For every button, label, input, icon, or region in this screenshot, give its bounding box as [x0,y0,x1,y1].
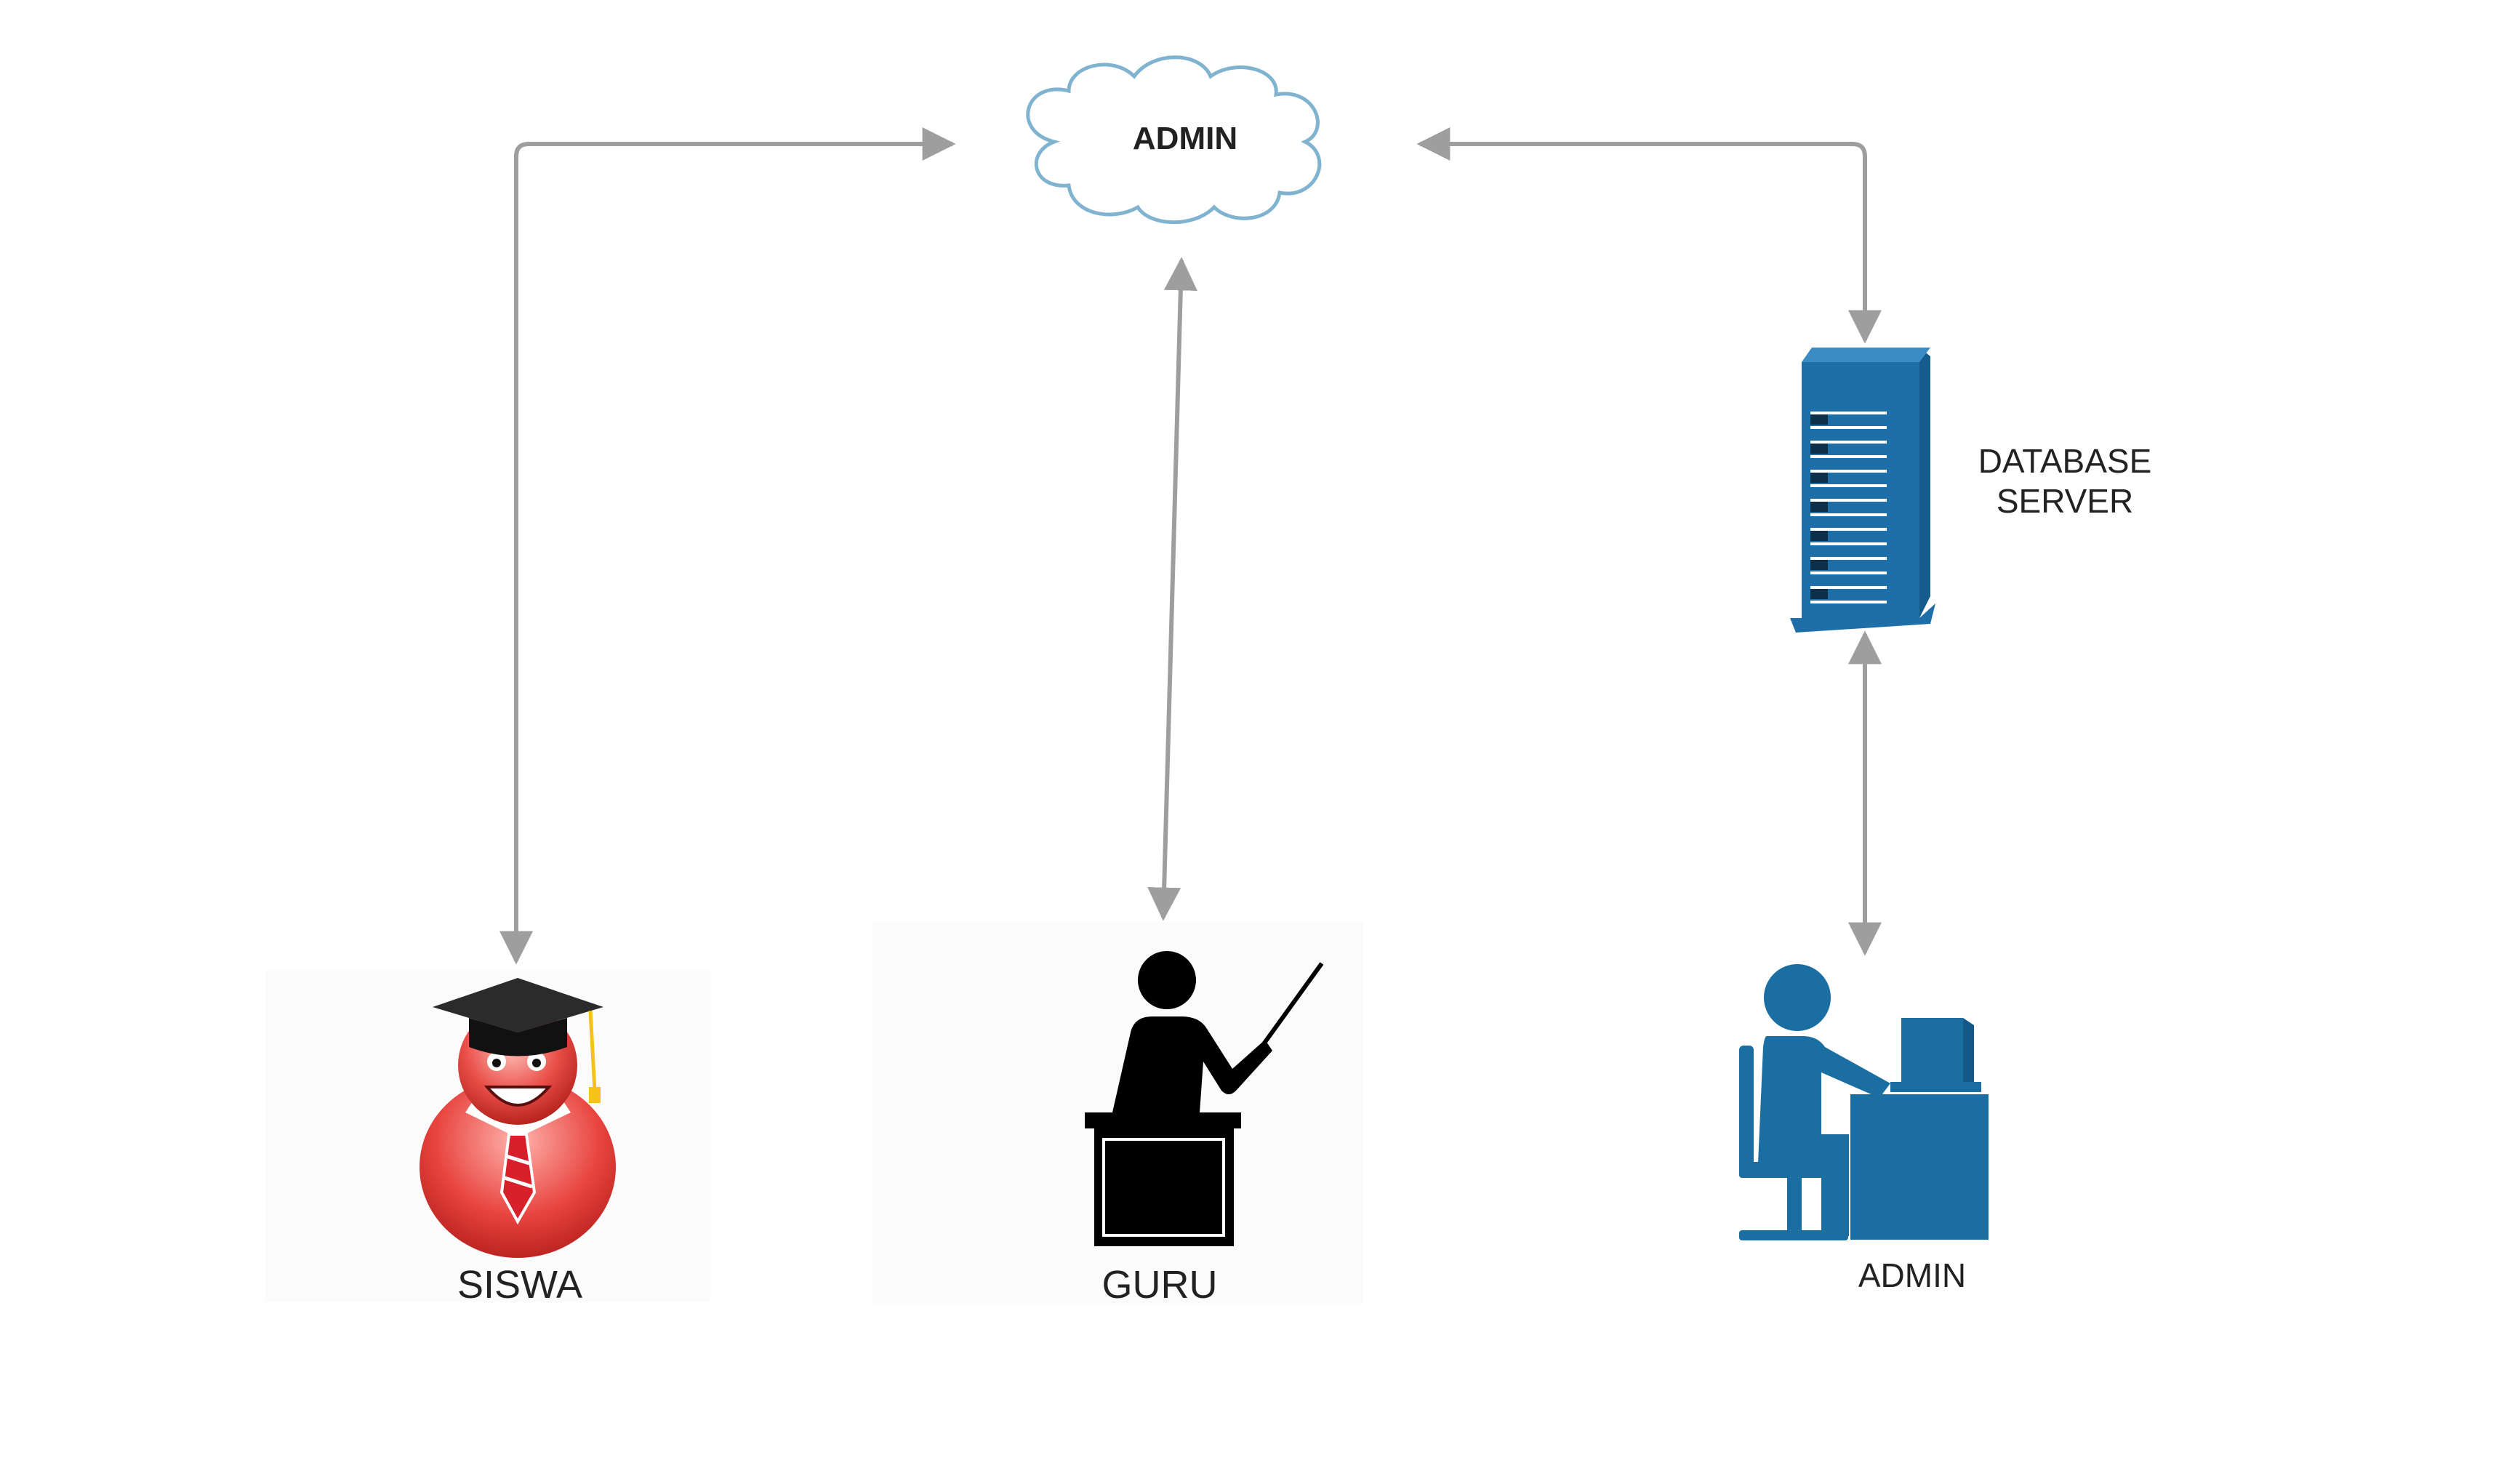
guru-node: GURU [872,922,1363,1307]
cloud-node: ADMIN [1026,55,1322,225]
siswa-label: SISWA [457,1263,582,1307]
database-label-line2: SERVER [1997,482,2133,520]
guru-label: GURU [1102,1263,1218,1307]
connectors [499,127,1882,965]
teacher-podium-icon [1085,951,1324,1246]
connector-siswa-cloud [499,127,956,965]
cloud-icon [1026,55,1322,225]
admin-label: ADMIN [1858,1256,1966,1294]
connector-guru-cloud [1147,257,1197,921]
admin-node: ADMIN [1739,964,1989,1294]
student-graduate-icon [420,978,616,1258]
server-tower-icon [1790,348,1935,633]
connector-cloud-database [1416,127,1882,344]
admin-computer-icon [1739,964,1989,1240]
database-server-node: DATABASE SERVER [1790,348,2151,633]
siswa-node: SISWA [265,971,710,1307]
database-label-line1: DATABASE [1978,442,2152,480]
cloud-label: ADMIN [1133,121,1237,156]
server-slots [1810,412,1887,603]
